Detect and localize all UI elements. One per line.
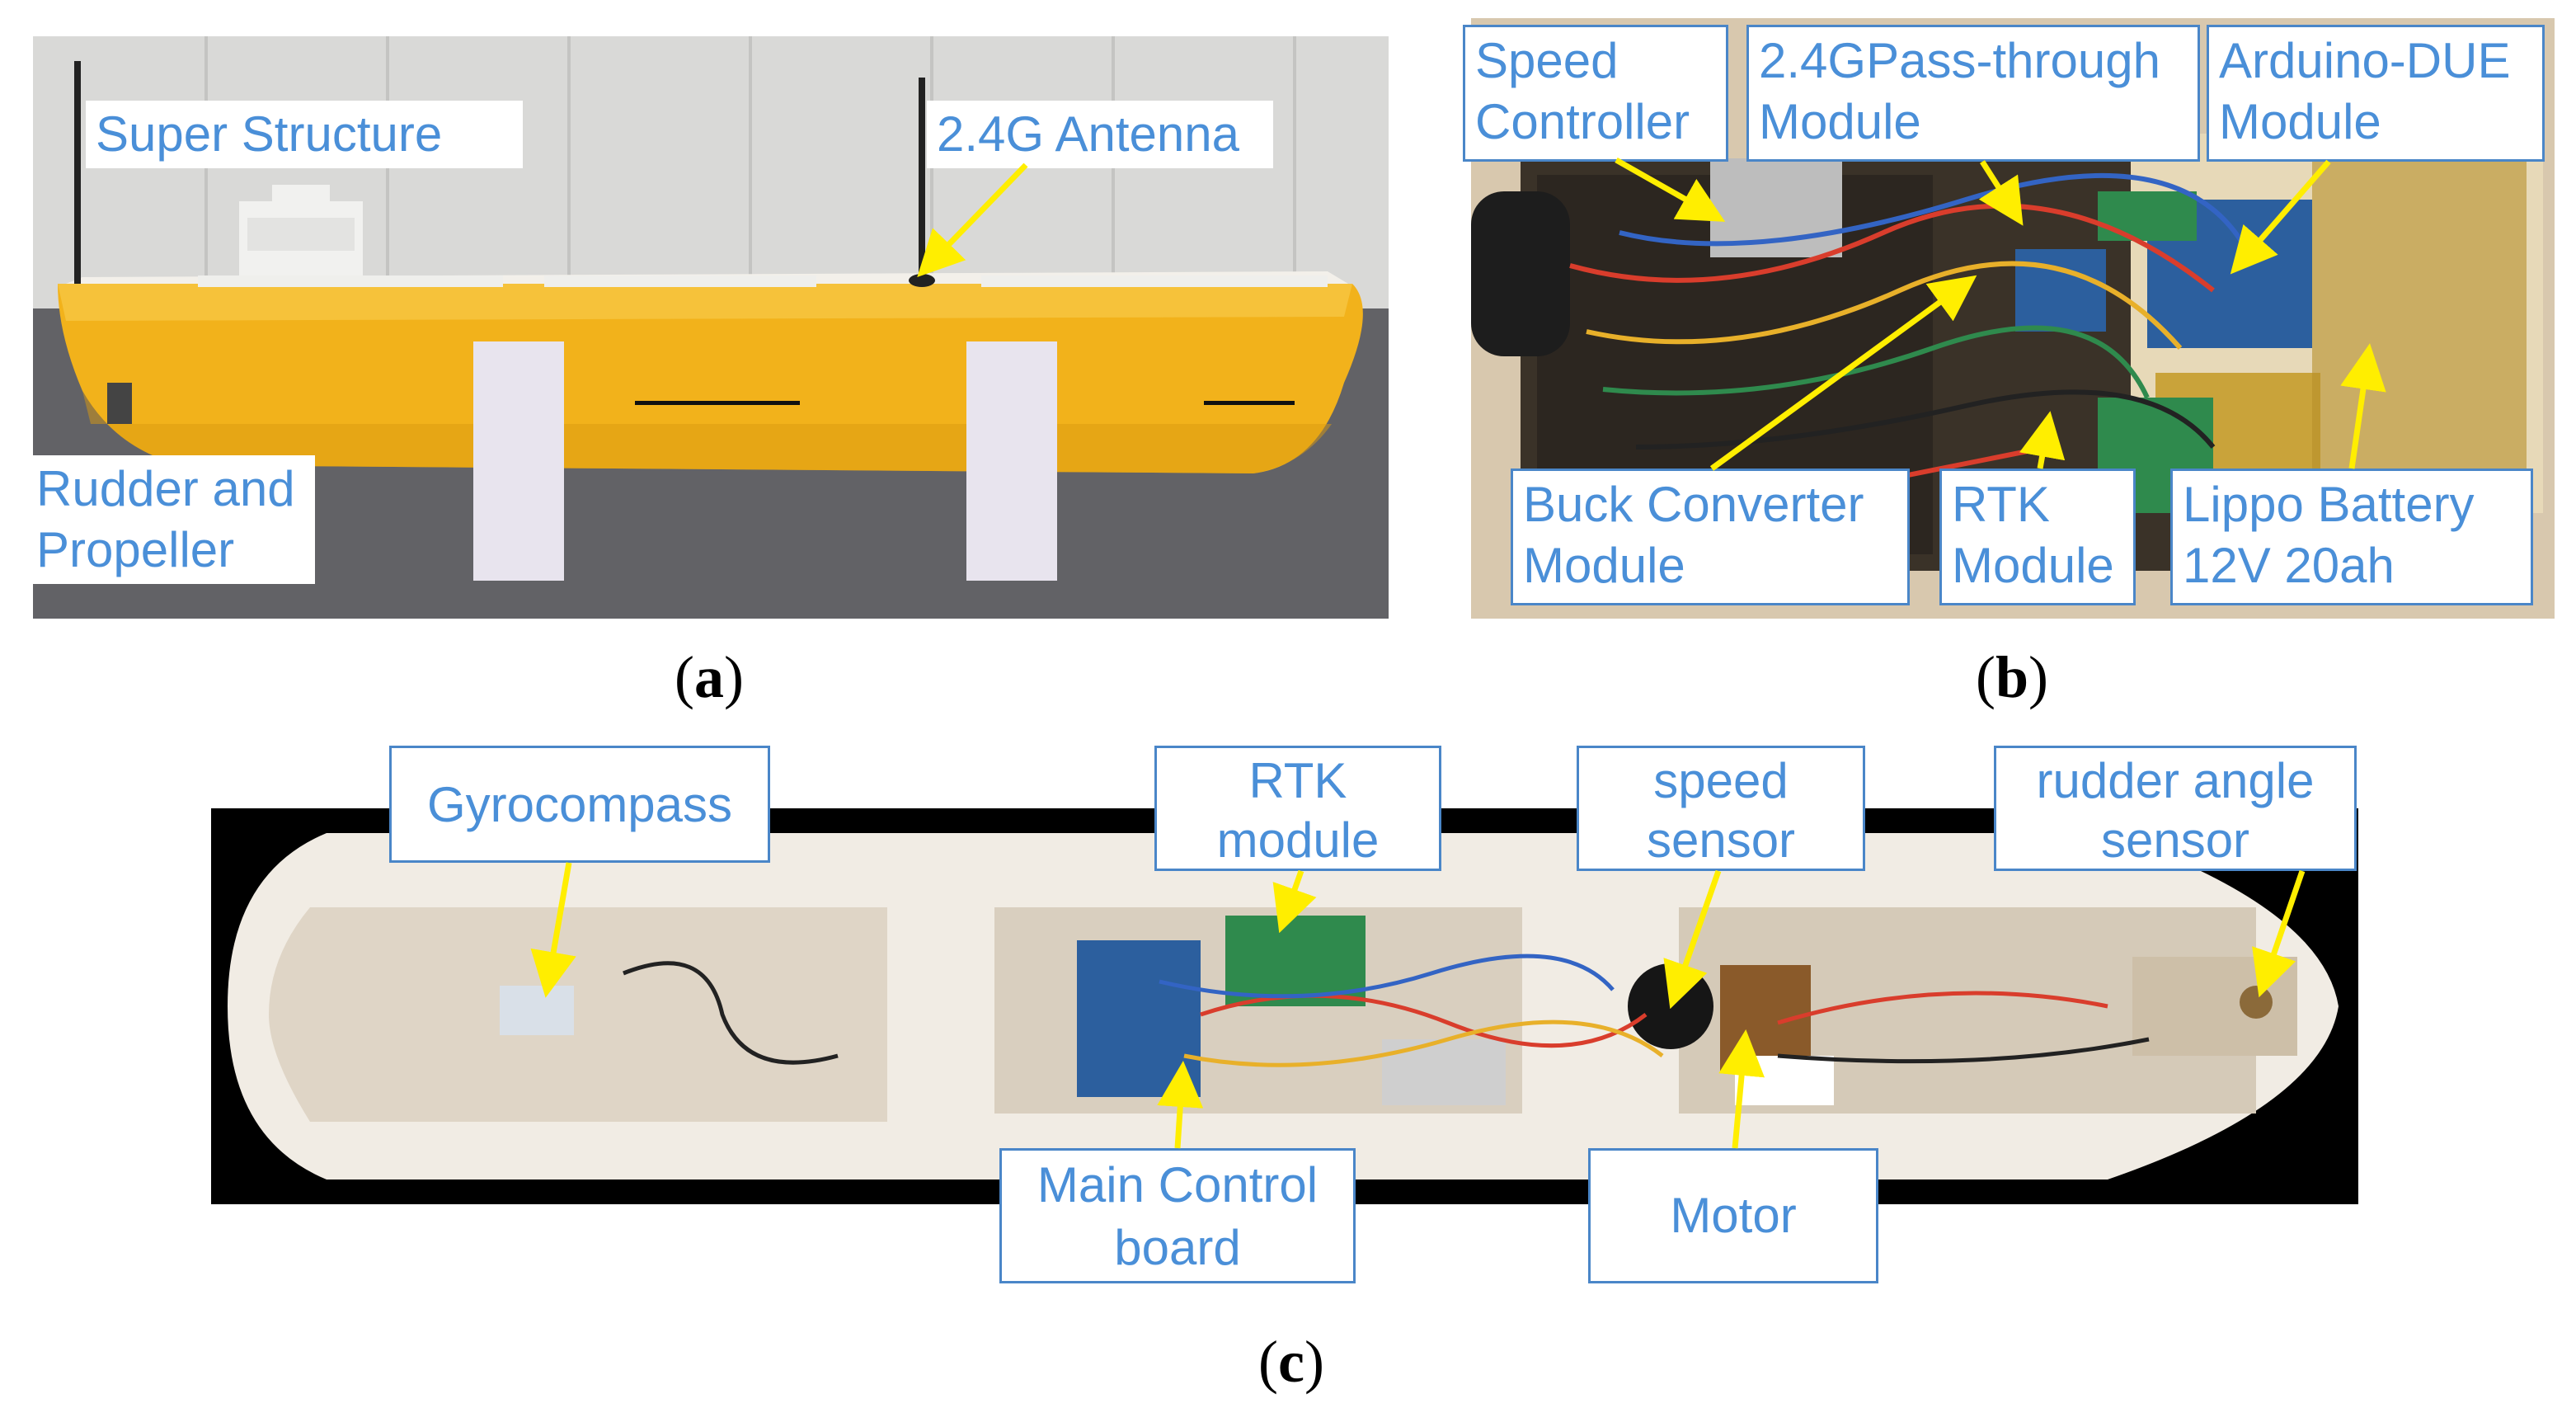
caption-c: (c) [1258,1329,1324,1395]
label-antenna: 2.4G Antenna [927,101,1273,168]
label-rtk-module-c: RTK module [1154,746,1441,871]
label-gyrocompass: Gyrocompass [389,746,770,863]
label-rudder-propeller: Rudder and Propeller [26,455,315,584]
caption-a: (a) [675,644,744,710]
label-speed-controller: Speed Controller [1463,25,1728,162]
label-arduino-module: Arduino-DUE Module [2207,25,2545,162]
label-rtk-module-b: RTK Module [1939,469,2136,605]
label-passthrough-module: 2.4GPass-through Module [1746,25,2200,162]
label-super-structure: Super Structure [86,101,523,168]
label-speed-sensor: speed sensor [1577,746,1865,871]
label-buck-converter: Buck Converter Module [1511,469,1910,605]
label-motor: Motor [1588,1148,1878,1283]
label-main-control-board: Main Control board [999,1148,1356,1283]
label-rudder-angle-sensor: rudder angle sensor [1994,746,2357,871]
caption-b: (b) [1975,644,2048,710]
label-lippo-battery: Lippo Battery 12V 20ah [2170,469,2533,605]
